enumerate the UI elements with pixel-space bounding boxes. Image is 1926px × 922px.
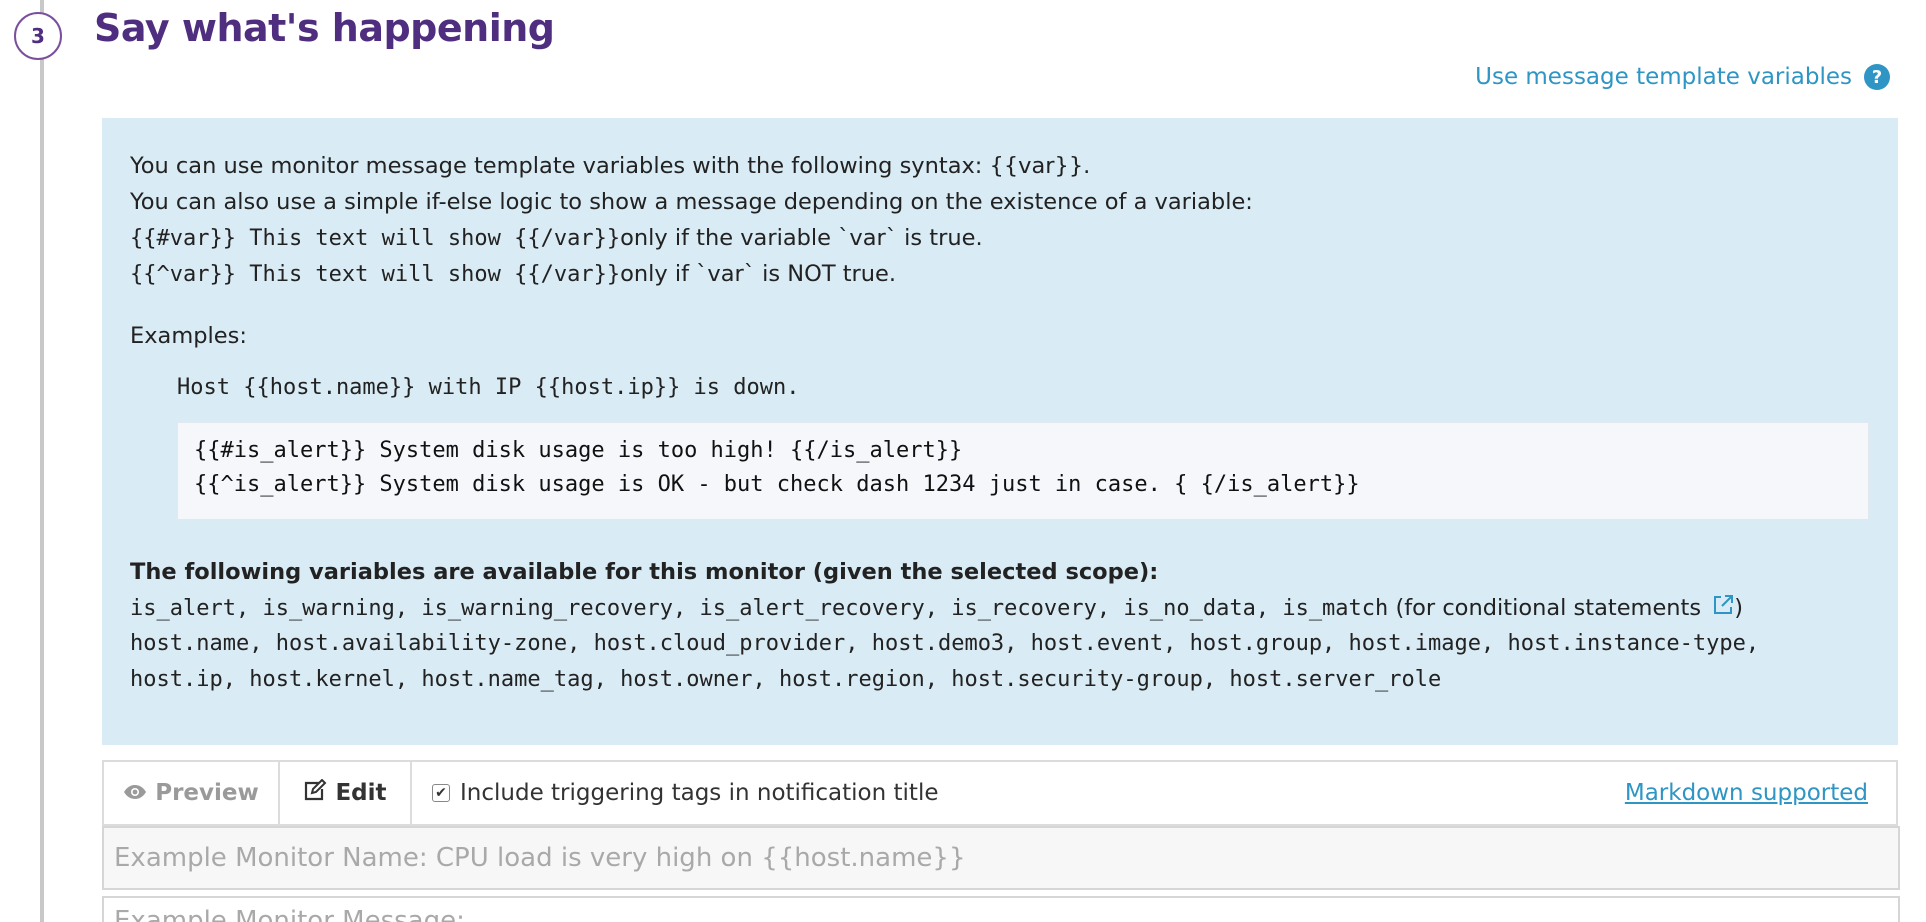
- info-false-code: {{^var}} This text will show {{/var}}: [130, 262, 621, 287]
- tab-preview-label: Preview: [155, 780, 259, 806]
- message-editor-toolbar: Preview Edit ✔ Include triggering tags i…: [102, 760, 1898, 826]
- conditional-variables-close: ): [1734, 595, 1744, 621]
- external-link-icon[interactable]: [1712, 591, 1734, 627]
- step-connector-line: [40, 0, 44, 922]
- host-variables-line-2: host.ip, host.kernel, host.name_tag, hos…: [130, 667, 1442, 692]
- include-tags-label[interactable]: Include triggering tags in notification …: [460, 780, 939, 806]
- include-tags-option: ✔ Include triggering tags in notificatio…: [412, 762, 1625, 824]
- step-title: Say what's happening: [94, 6, 555, 50]
- info-true-text: only if the variable `var` is true.: [620, 225, 983, 251]
- info-false-example: {{^var}} This text will show {{/var}}onl…: [130, 256, 1870, 292]
- eye-icon: [123, 780, 147, 806]
- info-false-text: only if `var` is NOT true.: [620, 261, 897, 287]
- monitor-name-input[interactable]: [102, 826, 1900, 890]
- info-true-code: {{#var}} This text will show {{/var}}: [130, 226, 621, 251]
- code-ok-line: {{^is_alert}} System disk usage is OK - …: [194, 472, 1360, 497]
- conditional-variables-line: is_alert, is_warning, is_warning_recover…: [130, 590, 1870, 626]
- step-number-badge: 3: [14, 12, 62, 60]
- markdown-supported-link[interactable]: Markdown supported: [1624, 780, 1868, 806]
- info-ifelse-line: You can also use a simple if-else logic …: [130, 189, 1253, 215]
- tab-preview[interactable]: Preview: [104, 762, 280, 824]
- tab-edit[interactable]: Edit: [280, 762, 412, 824]
- template-variables-link-group: Use message template variables ?: [1475, 64, 1890, 90]
- host-variables-line-1: host.name, host.availability-zone, host.…: [130, 631, 1760, 656]
- include-tags-checkbox[interactable]: ✔: [432, 784, 450, 802]
- tab-edit-label: Edit: [335, 780, 387, 806]
- template-variables-info-panel: You can use monitor message template var…: [102, 118, 1898, 745]
- code-alert-line: {{#is_alert}} System disk usage is too h…: [194, 438, 963, 463]
- template-variables-link[interactable]: Use message template variables: [1475, 64, 1852, 90]
- help-icon[interactable]: ?: [1864, 64, 1890, 90]
- edit-icon: [303, 778, 327, 807]
- example-code-block: {{#is_alert}} System disk usage is too h…: [177, 422, 1869, 520]
- conditional-variables-list: is_alert, is_warning, is_warning_recover…: [130, 596, 1389, 621]
- info-syntax-line: You can use monitor message template var…: [130, 153, 1091, 179]
- monitor-message-textarea[interactable]: [102, 896, 1900, 922]
- conditional-variables-note: (for conditional statements: [1388, 595, 1709, 621]
- examples-label: Examples:: [130, 323, 247, 349]
- info-true-example: {{#var}} This text will show {{/var}}onl…: [130, 220, 1870, 256]
- available-variables-title: The following variables are available fo…: [130, 559, 1159, 585]
- example-host-line: Host {{host.name}} with IP {{host.ip}} i…: [177, 375, 800, 400]
